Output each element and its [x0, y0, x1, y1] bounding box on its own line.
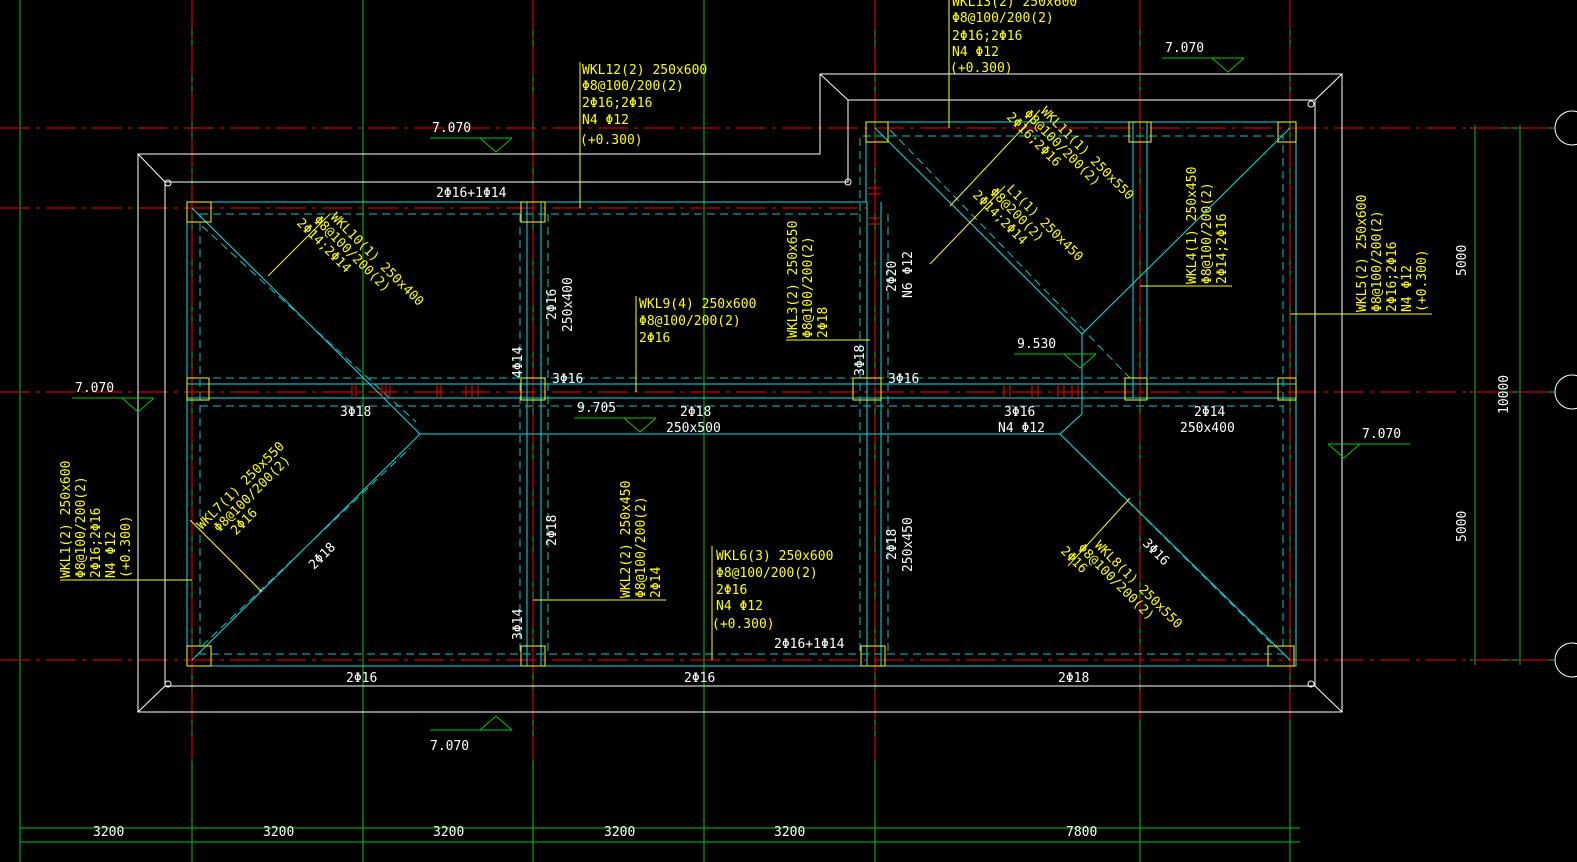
svg-text:2Φ14: 2Φ14 [649, 567, 664, 598]
svg-text:N4 Φ12: N4 Φ12 [952, 45, 999, 60]
svg-text:N4 Φ12: N4 Φ12 [582, 113, 629, 128]
svg-text:2Φ14;2Φ16: 2Φ14;2Φ16 [1215, 214, 1230, 284]
dim-bottom-4: 3200 [604, 825, 635, 840]
elevation-right: 7.070 [1362, 427, 1401, 442]
svg-text:N4 Φ12: N4 Φ12 [716, 599, 763, 614]
beam-hidden-lines [199, 129, 1284, 655]
rebar-left-a: 3Φ18 [340, 405, 371, 420]
beam-label-wkl12: WKL12(2) 250x600 Φ8@100/200(2) 2Φ16;2Φ16… [580, 63, 707, 148]
svg-text:WKL12(2) 250x600: WKL12(2) 250x600 [582, 63, 707, 78]
rebar-right-e-size: 250x400 [1180, 421, 1235, 436]
rebar-col3-upper: 2Φ20 [885, 261, 900, 292]
elevation-top-left: 7.070 [432, 121, 471, 136]
svg-text:2Φ18: 2Φ18 [816, 307, 831, 338]
rebar-mid-c-top: 3Φ16 [888, 372, 919, 387]
svg-text:WKL6(3) 250x600: WKL6(3) 250x600 [716, 549, 833, 564]
svg-text:(+0.300): (+0.300) [712, 617, 775, 632]
rebar-col2-bottom: 3Φ14 [511, 609, 526, 640]
elevation-top-right: 7.070 [1165, 41, 1204, 56]
svg-text:N4 Φ12: N4 Φ12 [1400, 265, 1415, 312]
rebar-bottom-3: 2Φ18 [1058, 671, 1089, 686]
rebar-col3-mid: 3Φ18 [853, 345, 868, 376]
beam-label-wkl9: WKL9(4) 250x600 Φ8@100/200(2) 2Φ16 [639, 297, 756, 346]
rebar-right-e: 2Φ14 [1194, 405, 1225, 420]
svg-text:WKL13(2) 250x600: WKL13(2) 250x600 [952, 0, 1077, 10]
svg-text:2Φ16;2Φ16: 2Φ16;2Φ16 [1385, 242, 1400, 312]
elevation-left: 7.070 [75, 381, 114, 396]
dim-bottom-1: 3200 [93, 825, 124, 840]
elevation-ridge: 9.530 [1017, 337, 1056, 352]
svg-text:WKL3(2) 250x650: WKL3(2) 250x650 [786, 221, 801, 338]
svg-text:2Φ16: 2Φ16 [639, 331, 670, 346]
beam-label-wkl1: WKL1(2) 250x600 Φ8@100/200(2) 2Φ16;2Φ16 … [59, 461, 134, 578]
svg-text:Φ8@100/200(2): Φ8@100/200(2) [634, 496, 649, 598]
svg-text:Φ8@100/200(2): Φ8@100/200(2) [74, 476, 89, 578]
rebar-col3-upper-n: N6 Φ12 [901, 251, 916, 298]
svg-text:WKL4(1) 250x450: WKL4(1) 250x450 [1185, 167, 1200, 284]
rebar-mid-a-top: 3Φ16 [552, 372, 583, 387]
svg-text:Φ8@100/200(2): Φ8@100/200(2) [1200, 182, 1215, 284]
svg-text:Φ8@100/200(2): Φ8@100/200(2) [716, 566, 818, 581]
svg-text:2Φ16;2Φ16: 2Φ16;2Φ16 [952, 29, 1022, 44]
elevation-markers [72, 57, 1410, 731]
rebar-mid-b-size: 250x500 [666, 421, 721, 436]
rebar-mid-b: 2Φ18 [680, 405, 711, 420]
svg-text:Φ8@100/200(2): Φ8@100/200(2) [1370, 210, 1385, 312]
rebar-mid-d: 3Φ16 [1004, 405, 1035, 420]
rebar-top-beam: 2Φ16+1Φ14 [436, 186, 507, 201]
rebar-col2-mid: 4Φ14 [511, 347, 526, 378]
rebar-col2-lower: 2Φ18 [545, 515, 560, 546]
rebar-col3-lower-size: 250x450 [901, 517, 916, 572]
rebar-bottom-2: 2Φ16 [684, 671, 715, 686]
svg-text:2Φ16;2Φ16: 2Φ16;2Φ16 [582, 96, 652, 111]
svg-text:N4 Φ12: N4 Φ12 [104, 531, 119, 578]
svg-text:Φ8@100/200(2): Φ8@100/200(2) [582, 79, 684, 94]
svg-text:WKL1(2) 250x600: WKL1(2) 250x600 [59, 461, 74, 578]
svg-text:2Φ16: 2Φ16 [716, 583, 747, 598]
beam-label-wkl6: WKL6(3) 250x600 Φ8@100/200(2) 2Φ16 N4 Φ1… [712, 549, 833, 632]
dim-right-lower: 5000 [1455, 511, 1470, 542]
stirrup-marks [351, 187, 1079, 398]
svg-text:WKL5(2) 250x600: WKL5(2) 250x600 [1355, 195, 1370, 312]
bottom-dimensions: 3200 3200 3200 3200 3200 7800 [93, 825, 1097, 840]
dim-bottom-5: 3200 [774, 825, 805, 840]
svg-text:WKL2(2) 250x450: WKL2(2) 250x450 [619, 481, 634, 598]
rebar-bottom-1: 2Φ16 [346, 671, 377, 686]
roof-outline [137, 73, 1343, 713]
svg-text:(+0.300): (+0.300) [119, 515, 134, 578]
svg-text:Φ8@100/200(2): Φ8@100/200(2) [801, 236, 816, 338]
rebar-bottom-beam-top: 2Φ16+1Φ14 [774, 637, 845, 652]
beam-label-wkl4: WKL4(1) 250x450 Φ8@100/200(2) 2Φ14;2Φ16 [1185, 167, 1230, 284]
svg-text:2Φ16;2Φ16: 2Φ16;2Φ16 [89, 508, 104, 578]
svg-text:(+0.300): (+0.300) [580, 133, 643, 148]
svg-text:Φ8@100/200(2): Φ8@100/200(2) [639, 314, 741, 329]
axis-bubbles [1554, 110, 1577, 678]
svg-text:Φ8@100/200(2): Φ8@100/200(2) [952, 11, 1054, 26]
dim-bottom-3: 3200 [433, 825, 464, 840]
svg-text:(+0.300): (+0.300) [1415, 249, 1430, 312]
dim-bottom-6: 7800 [1066, 825, 1097, 840]
rebar-col2-upper-size: 250x400 [561, 277, 576, 332]
beam-label-wkl13: WKL13(2) 250x600 Φ8@100/200(2) 2Φ16;2Φ16… [950, 0, 1077, 76]
rebar-col3-lower: 2Φ18 [885, 529, 900, 560]
dim-right-total: 10000 [1497, 375, 1512, 414]
elevation-center: 9.705 [577, 401, 616, 416]
beam-label-wkl2: WKL2(2) 250x450 Φ8@100/200(2) 2Φ14 [619, 481, 664, 598]
leader-lines [60, 0, 1432, 660]
svg-text:WKL9(4) 250x600: WKL9(4) 250x600 [639, 297, 756, 312]
beam-label-wkl3: WKL3(2) 250x650 Φ8@100/200(2) 2Φ18 [786, 221, 831, 338]
dim-right-upper: 5000 [1455, 245, 1470, 276]
columns [186, 121, 1297, 667]
dim-bottom-2: 3200 [263, 825, 294, 840]
svg-text:(+0.300): (+0.300) [950, 61, 1013, 76]
rebar-mid-d-n: N4 Φ12 [998, 421, 1045, 436]
elevation-bottom: 7.070 [430, 739, 469, 754]
rebar-col2-upper: 2Φ16 [545, 289, 560, 320]
beam-label-wkl5: WKL5(2) 250x600 Φ8@100/200(2) 2Φ16;2Φ16 … [1355, 195, 1430, 312]
